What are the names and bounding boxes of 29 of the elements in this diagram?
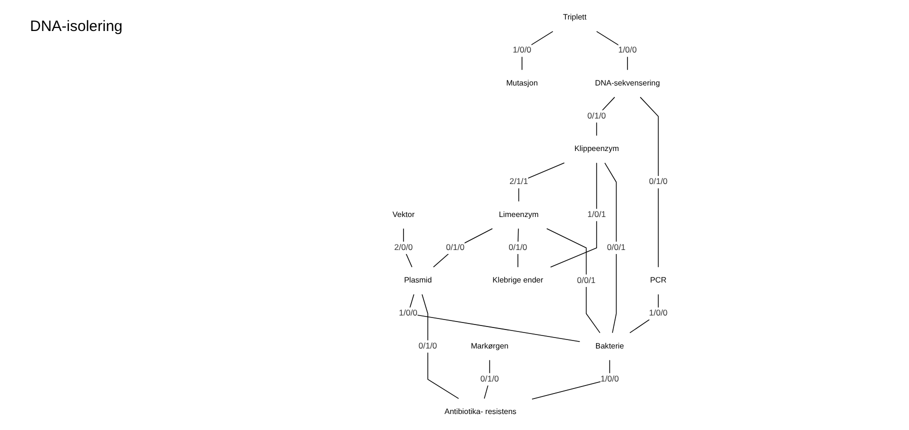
connector xyxy=(408,294,580,342)
edge-label: 0/0/1 xyxy=(577,276,596,285)
edge-label: 0/1/0 xyxy=(418,342,438,351)
connector xyxy=(629,294,659,334)
edge-label: 0/1/0 xyxy=(508,243,528,252)
connector xyxy=(550,162,598,268)
connector xyxy=(596,31,628,70)
edge-label: 1/0/0 xyxy=(512,46,532,55)
edge-label: 0/1/0 xyxy=(446,243,464,252)
edge-label: 0/0/1 xyxy=(607,243,626,252)
connector xyxy=(604,162,617,334)
edge-label: 1/0/0 xyxy=(618,46,637,55)
connector xyxy=(422,294,459,399)
edge-label: 1/0/0 xyxy=(600,374,619,384)
connector xyxy=(403,228,412,268)
connector xyxy=(596,96,616,136)
connector xyxy=(532,360,610,400)
connector xyxy=(433,228,493,268)
edge-label: 1/0/1 xyxy=(587,210,606,220)
edge-label: 0/1/0 xyxy=(587,112,606,121)
connector xyxy=(640,96,659,268)
edge-label: 2/0/0 xyxy=(394,243,413,252)
edge-label: 1/0/0 xyxy=(649,308,668,318)
connector xyxy=(546,228,600,334)
edge-label: 0/1/0 xyxy=(480,374,499,384)
edge-label: 0/1/0 xyxy=(649,177,668,186)
note-text: DNA-isolering xyxy=(30,18,123,35)
edge-label: 1/0/0 xyxy=(398,308,418,318)
edge-label: 2/1/1 xyxy=(509,177,528,186)
